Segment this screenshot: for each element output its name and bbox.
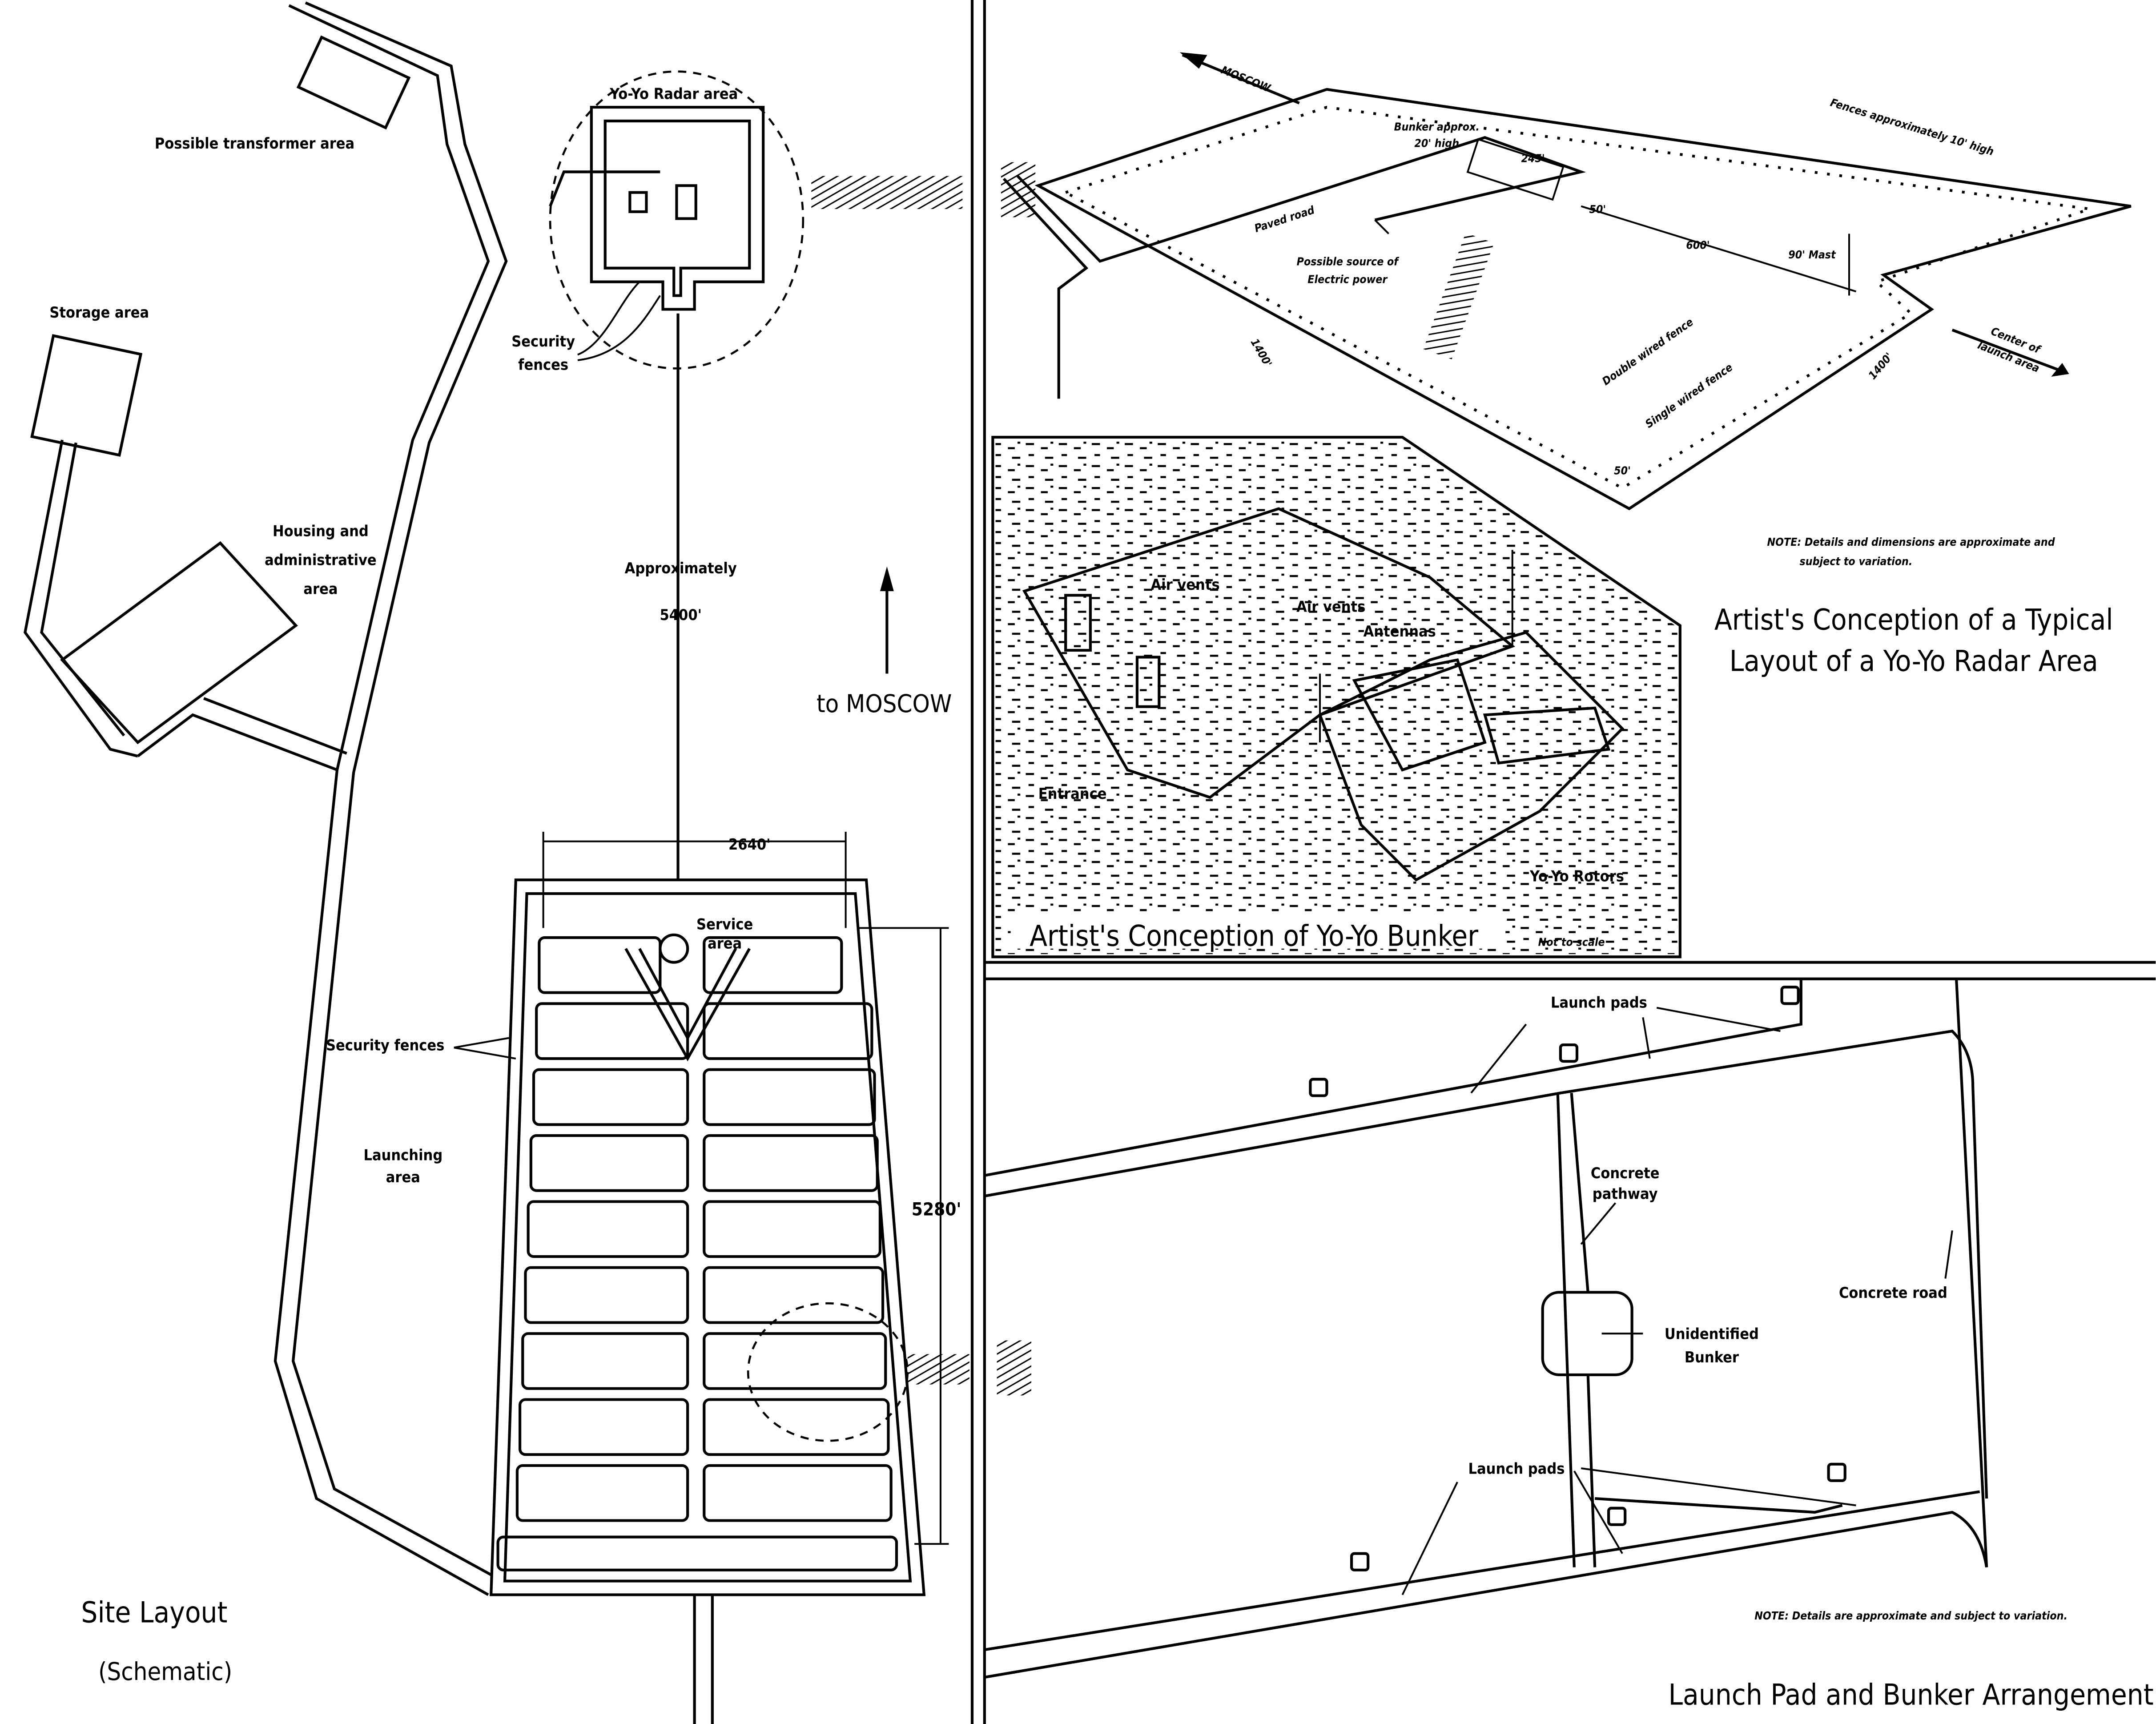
length-label: 5280' [912, 1199, 961, 1220]
launch-cell [703, 1068, 876, 1126]
launch-pad-title: Launch Pad and Bunker Arrangement [1668, 1679, 2153, 1712]
dim-1400-left-label: 1400' [1248, 336, 1275, 369]
launching-area-label-1: Launching [363, 1147, 442, 1164]
security-fences-label-top-1: Security [511, 333, 575, 350]
launch-pad-panel: Launch pads Concrete pathway Unidentifie… [984, 979, 2154, 1712]
dim-50-bottom-label: 50' [1614, 464, 1631, 477]
antennas-label: Antennas [1364, 623, 1436, 640]
service-area-label-2: area [708, 935, 742, 953]
air-vents-label-2: Air vents [1296, 598, 1365, 616]
security-fences-label-side: Security fences [326, 1036, 444, 1054]
bunker-height-label-1: Bunker approx. [1394, 121, 1480, 133]
radar-layout-title-1: Artist's Conception of a Typical [1714, 604, 2113, 637]
bunker-inset-title: Artist's Conception of Yo-Yo Bunker [1030, 920, 1479, 953]
launch-cell [521, 1332, 689, 1390]
pathway-label-1: Concrete [1591, 1164, 1660, 1182]
dim-1400-right-label: 1400' [1866, 350, 1895, 382]
site-layout-title: Site Layout [81, 1596, 227, 1629]
launch-pad-note: NOTE: Details are approximate and subjec… [1754, 1609, 2068, 1622]
dim-245-label: 245' [1521, 152, 1545, 165]
moscow-label: MOSCOW [1219, 63, 1273, 95]
launch-cell [532, 1068, 689, 1126]
bunker-inset: Air vents Air vents Antennas Entrance Yo… [991, 435, 1681, 959]
dim-50-top-label: 50' [1589, 203, 1606, 216]
launching-area-label-2: area [386, 1168, 420, 1186]
fences-high-label: Fences approximately 10' high [1829, 96, 1995, 158]
launch-cell [538, 936, 662, 994]
launch-cell [703, 1266, 885, 1324]
housing-label-1: Housing and [273, 522, 369, 540]
launch-cell [496, 1535, 898, 1571]
yoyo-rotors-label: Yo-Yo Rotors [1529, 867, 1624, 885]
radar-note-1: NOTE: Details and dimensions are approxi… [1767, 536, 2055, 548]
access-road [137, 1, 508, 1596]
launch-cell [703, 1332, 887, 1390]
storage-area [30, 334, 143, 457]
transformer-area [296, 35, 411, 130]
double-fence-label: Double wired fence [1600, 315, 1695, 388]
unidentified-bunker-label-1: Unidentified [1665, 1325, 1759, 1343]
launching-area [489, 832, 949, 1724]
housing-area [60, 541, 298, 745]
north-arrow-icon [880, 566, 894, 674]
power-source-label-2: Electric power [1307, 273, 1388, 286]
launch-cell [703, 1002, 873, 1060]
concrete-road-label: Concrete road [1839, 1284, 1947, 1302]
launch-cell [524, 1266, 689, 1324]
launch-cell [529, 1134, 689, 1192]
unidentified-bunker-label-2: Bunker [1685, 1349, 1739, 1366]
launch-pads-label-top: Launch pads [1551, 994, 1647, 1012]
housing-label-2: administrative [265, 551, 377, 569]
site-layout-panel: Possible transformer area Storage area H… [24, 1, 1036, 1724]
housing-label-3: area [303, 580, 338, 598]
pathway-label-2: pathway [1593, 1185, 1658, 1203]
radar-area-label: Yo-Yo Radar area [609, 85, 738, 103]
radar-note-2: subject to variation. [1800, 555, 1913, 568]
panel-dividers [970, 0, 2156, 1724]
launch-cell [703, 1200, 881, 1258]
launch-cell [515, 1464, 689, 1522]
to-moscow-label: to MOSCOW [817, 689, 952, 718]
launch-cell [518, 1398, 689, 1456]
air-vents-label-1: Air vents [1150, 576, 1219, 594]
entrance-label: Entrance [1038, 785, 1107, 803]
storage-label: Storage area [49, 304, 149, 322]
single-fence-label: Single wired fence [1643, 361, 1735, 431]
distance-label-2: 5400' [660, 606, 702, 624]
launch-cell [703, 1398, 890, 1456]
storage-road [24, 439, 138, 757]
bunker-height-label-2: 20' high [1414, 137, 1459, 150]
mast-label: 90' Mast [1788, 248, 1836, 261]
radar-layout-title-2: Layout of a Yo-Yo Radar Area [1730, 644, 2098, 678]
power-source-label-1: Possible source of [1297, 255, 1400, 268]
security-fences-label-top-2: fences [518, 356, 568, 374]
width-label: 2640' [728, 836, 771, 854]
radar-area [549, 70, 804, 880]
distance-label-1: Approximately [625, 560, 737, 577]
launch-cell [703, 1464, 893, 1522]
launch-cell [703, 1134, 879, 1192]
not-to-scale-label: Not to scale [1538, 936, 1605, 949]
launch-pad-markers [1309, 986, 1846, 1571]
service-area-label-1: Service [696, 915, 753, 933]
transformer-label: Possible transformer area [155, 135, 354, 153]
hatched-arrows [811, 162, 1036, 1396]
site-layout-subtitle: (Schematic) [98, 1657, 232, 1686]
dim-600-label: 600' [1686, 238, 1710, 251]
launch-cell [535, 1002, 689, 1060]
launch-cell [527, 1200, 689, 1258]
launch-cell [703, 936, 843, 994]
launch-pads-label-bottom: Launch pads [1468, 1460, 1565, 1478]
